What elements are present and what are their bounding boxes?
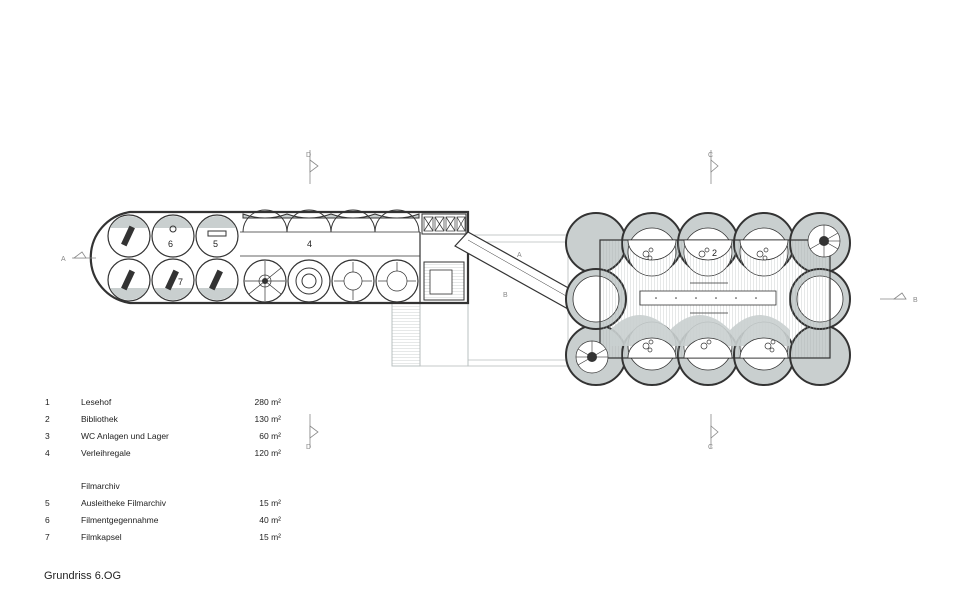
- legend-area: 130 m²: [254, 414, 281, 424]
- legend-number: 7: [45, 532, 50, 542]
- legend-area: 280 m²: [254, 397, 281, 407]
- legend-group-title-text: Filmarchiv: [81, 481, 120, 491]
- room-label-6: 6: [168, 239, 173, 249]
- section-label-c-bottom: C: [708, 444, 713, 451]
- section-label-d-bottom: D: [306, 444, 311, 451]
- section-markers: [72, 150, 907, 448]
- legend-row: 7 Filmkapsel 15 m²: [45, 531, 285, 543]
- legend-row: 2 Bibliothek 130 m²: [45, 413, 285, 425]
- legend-row: 6 Filmentgegennahme 40 m²: [45, 514, 285, 526]
- legend-number: 4: [45, 448, 50, 458]
- legend-area: 15 m²: [259, 498, 281, 508]
- legend-group-title: Filmarchiv: [45, 480, 285, 492]
- legend-number: 1: [45, 397, 50, 407]
- legend-area: 120 m²: [254, 448, 281, 458]
- legend-row: 1 Lesehof 280 m²: [45, 396, 285, 408]
- room-label-4: 4: [307, 239, 312, 249]
- legend-name: Bibliothek: [81, 414, 118, 424]
- section-label-a-right: A: [517, 252, 522, 259]
- legend-name: Filmentgegennahme: [81, 515, 159, 525]
- room-label-2: 2: [712, 248, 717, 258]
- legend-area: 15 m²: [259, 532, 281, 542]
- section-label-c-top: C: [708, 152, 713, 159]
- legend-name: Lesehof: [81, 397, 112, 407]
- legend-area: 60 m²: [259, 431, 281, 441]
- legend-number: 3: [45, 431, 50, 441]
- legend-name: Ausleitheke Filmarchiv: [81, 498, 167, 508]
- legend-name: Verleihregale: [81, 448, 131, 458]
- legend-row: 3 WC Anlagen und Lager 60 m²: [45, 430, 285, 442]
- section-label-b-left: B: [503, 292, 508, 299]
- legend-row: 4 Verleihregale 120 m²: [45, 447, 285, 459]
- room-legend: 1 Lesehof 280 m² 2 Bibliothek 130 m² 3 W…: [45, 396, 305, 546]
- legend-name: WC Anlagen und Lager: [81, 431, 169, 441]
- section-label-b-right: B: [913, 297, 918, 304]
- room-label-5: 5: [213, 239, 218, 249]
- section-label-d-top: D: [306, 152, 311, 159]
- legend-area: 40 m²: [259, 515, 281, 525]
- legend-row: 5 Ausleitheke Filmarchiv 15 m²: [45, 497, 285, 509]
- section-label-a-left: A: [61, 256, 66, 263]
- legend-number: 2: [45, 414, 50, 424]
- west-wing: [89, 209, 470, 305]
- drawing-caption: Grundriss 6.OG: [44, 570, 122, 582]
- room-label-7: 7: [178, 277, 183, 287]
- legend-number: 5: [45, 498, 50, 508]
- legend-number: 6: [45, 515, 50, 525]
- legend-name: Filmkapsel: [81, 532, 122, 542]
- east-wing: [565, 212, 851, 386]
